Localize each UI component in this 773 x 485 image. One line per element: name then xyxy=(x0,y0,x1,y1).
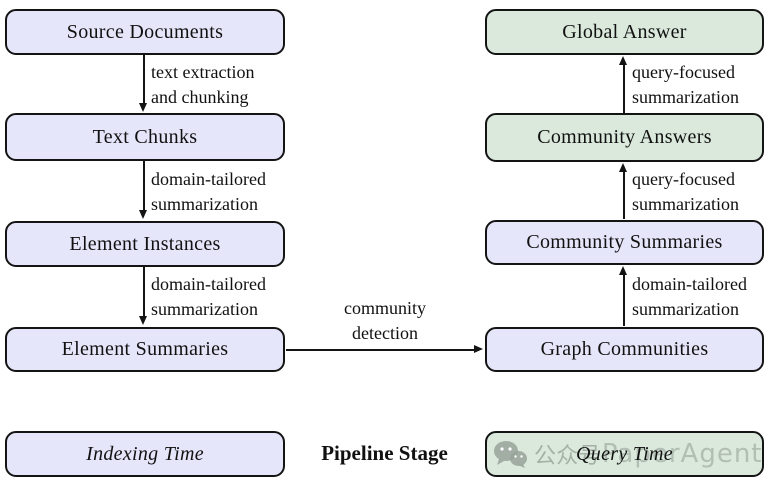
arrow-up-icon xyxy=(619,163,627,172)
edge-line xyxy=(286,349,475,351)
node-label: Community Answers xyxy=(537,126,712,148)
legend-label: Query Time xyxy=(487,433,762,475)
edge-label-line: query-focused xyxy=(632,62,735,82)
edge-label-line: summarization xyxy=(151,299,258,319)
node-element-summaries: Element Summaries xyxy=(5,327,285,372)
edge-label-text-extraction: text extraction and chunking xyxy=(151,60,254,110)
edge-label-line: summarization xyxy=(632,87,739,107)
node-element-instances: Element Instances xyxy=(5,221,285,267)
edge-label-line: summarization xyxy=(632,194,739,214)
legend-indexing-time: Indexing Time xyxy=(5,431,285,477)
edge-label-line: query-focused xyxy=(632,169,735,189)
edge-line xyxy=(623,274,625,326)
node-community-answers: Community Answers xyxy=(485,113,764,162)
node-label: Community Summaries xyxy=(526,231,723,253)
legend-query-time: 公众号 PaperAgent Query Time xyxy=(485,431,764,477)
node-label: Element Instances xyxy=(69,232,221,255)
arrow-down-icon xyxy=(139,210,147,219)
node-community-summaries: Community Summaries xyxy=(485,220,764,265)
edge-line xyxy=(623,64,625,113)
edge-line xyxy=(623,171,625,219)
node-label: Graph Communities xyxy=(540,338,709,360)
edge-label-line: summarization xyxy=(632,299,739,319)
node-source-documents: Source Documents xyxy=(5,9,285,55)
edge-label-chunk-summarization: domain-tailored summarization xyxy=(151,167,266,217)
node-text-chunks: Text Chunks xyxy=(5,113,285,161)
edge-line xyxy=(143,55,145,105)
node-label: Element Summaries xyxy=(61,338,229,360)
edge-label-line: domain-tailored xyxy=(632,274,747,294)
arrow-up-icon xyxy=(619,56,627,65)
edge-label-line: domain-tailored xyxy=(151,169,266,189)
node-graph-communities: Graph Communities xyxy=(485,327,764,372)
node-label: Global Answer xyxy=(562,20,687,43)
node-label: Source Documents xyxy=(66,20,224,43)
arrow-down-icon xyxy=(139,103,147,112)
edge-label-line: text extraction xyxy=(151,62,255,82)
arrow-up-icon xyxy=(619,266,627,275)
edge-label-line: domain-tailored xyxy=(151,274,266,294)
legend-pipeline-stage: Pipeline Stage xyxy=(321,441,448,465)
edge-label-instance-summarization: domain-tailored summarization xyxy=(151,272,266,322)
edge-label-community-detection: community detection xyxy=(305,296,465,346)
edge-line xyxy=(143,267,145,317)
edge-label-qfs-global: query-focused summarization xyxy=(632,60,739,110)
edge-label-line: and chunking xyxy=(151,87,249,107)
edge-label-line: summarization xyxy=(151,194,258,214)
arrow-right-icon xyxy=(474,345,483,353)
edge-label-community-summarization: domain-tailored summarization xyxy=(632,272,747,322)
edge-label-line: community xyxy=(344,298,426,318)
edge-line xyxy=(143,161,145,211)
node-global-answer: Global Answer xyxy=(485,9,764,55)
edge-label-line: detection xyxy=(352,323,418,343)
legend-query-time-text: Query Time xyxy=(576,442,673,465)
arrow-down-icon xyxy=(139,316,147,325)
legend-label: Indexing Time xyxy=(86,442,204,465)
node-label: Text Chunks xyxy=(92,125,198,148)
edge-label-qfs-answers: query-focused summarization xyxy=(632,167,739,217)
